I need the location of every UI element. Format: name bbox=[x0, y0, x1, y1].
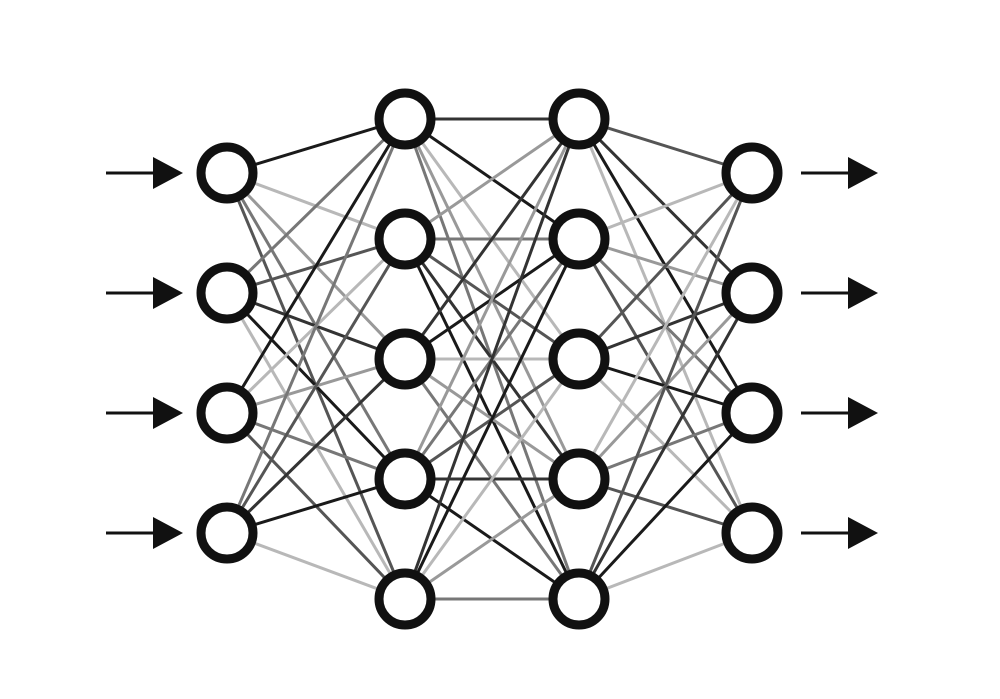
hidden-1-node-3 bbox=[374, 328, 436, 390]
hidden-2-node-5 bbox=[548, 568, 610, 630]
edge-l2-n2-to-n0 bbox=[577, 171, 754, 361]
edge-l0-n3-to-n2 bbox=[225, 357, 407, 535]
edge-l2-n3-to-n0 bbox=[577, 172, 754, 480]
edge-l1-n4-to-n2 bbox=[403, 358, 581, 600]
input-arrow-1 bbox=[106, 157, 183, 189]
output-arrow-2-head bbox=[848, 277, 878, 309]
input-arrow-3 bbox=[106, 397, 183, 429]
hidden-1-node-1 bbox=[374, 88, 436, 150]
output-arrow-1-head bbox=[848, 157, 878, 189]
input-node-3 bbox=[196, 382, 258, 444]
edge-l2-n4-to-n0 bbox=[577, 172, 754, 600]
output-arrow-1 bbox=[801, 157, 878, 189]
output-node-1 bbox=[721, 142, 783, 204]
output-node-3 bbox=[721, 382, 783, 444]
edge-l0-n2-to-n0 bbox=[225, 118, 407, 414]
edge-l2-n4-to-n1 bbox=[577, 292, 754, 600]
output-arrow-3-head bbox=[848, 397, 878, 429]
edge-l1-n4-to-n1 bbox=[403, 238, 581, 600]
hidden-1-node-5 bbox=[374, 568, 436, 630]
edge-l0-n0-to-n0 bbox=[226, 117, 406, 175]
hidden-2-node-1 bbox=[548, 88, 610, 150]
edge-l1-n2-to-n0 bbox=[403, 118, 581, 360]
edge-l0-n3-to-n0 bbox=[225, 118, 407, 534]
input-arrow-4 bbox=[106, 517, 183, 549]
input-arrow-2 bbox=[106, 277, 183, 309]
input-node-2 bbox=[196, 262, 258, 324]
input-arrow-1-head bbox=[153, 157, 183, 189]
output-arrow-3 bbox=[801, 397, 878, 429]
output-arrow-4-head bbox=[848, 517, 878, 549]
output-arrow-2 bbox=[801, 277, 878, 309]
output-node-2 bbox=[721, 262, 783, 324]
edge-l2-n4-to-n3 bbox=[578, 531, 753, 601]
edge-l0-n3-to-n4 bbox=[226, 531, 406, 601]
edge-l0-n3-to-n1 bbox=[225, 238, 407, 534]
hidden-2-node-3 bbox=[548, 328, 610, 390]
connection-edges bbox=[225, 117, 754, 601]
input-arrow-2-head bbox=[153, 277, 183, 309]
input-arrow-3-head bbox=[153, 397, 183, 429]
hidden-1-node-4 bbox=[374, 448, 436, 510]
edge-l0-n3-to-n3 bbox=[226, 477, 406, 535]
network-nodes bbox=[196, 88, 783, 630]
input-arrow-4-head bbox=[153, 517, 183, 549]
edge-l1-n1-to-n0 bbox=[404, 117, 580, 241]
edge-l1-n3-to-n0 bbox=[403, 118, 581, 480]
hidden-1-node-2 bbox=[374, 208, 436, 270]
hidden-2-node-2 bbox=[548, 208, 610, 270]
input-node-4 bbox=[196, 502, 258, 564]
edge-l1-n4-to-n3 bbox=[404, 477, 580, 601]
hidden-2-node-4 bbox=[548, 448, 610, 510]
edge-l2-n1-to-n0 bbox=[578, 171, 753, 241]
io-arrows bbox=[106, 157, 878, 549]
output-node-4 bbox=[721, 502, 783, 564]
edge-l2-n4-to-n2 bbox=[577, 411, 754, 601]
input-node-1 bbox=[196, 142, 258, 204]
output-arrow-4 bbox=[801, 517, 878, 549]
edge-l1-n4-to-n0 bbox=[403, 118, 581, 600]
edge-l0-n1-to-n0 bbox=[225, 117, 407, 295]
